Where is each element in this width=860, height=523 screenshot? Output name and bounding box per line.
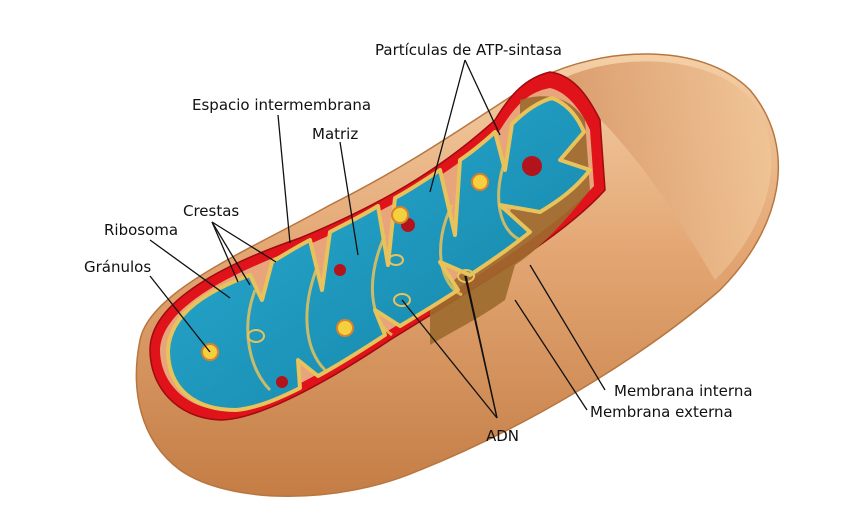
label-granulos: Gránulos <box>84 258 151 276</box>
cristae <box>246 159 521 392</box>
atp-particle-1 <box>471 173 489 191</box>
pointer-matriz <box>339 141 359 256</box>
outer-body-cap <box>560 61 772 281</box>
pointer-crestas-2 <box>211 221 277 263</box>
pointer-atp-1 <box>429 59 466 193</box>
granule-1 <box>522 156 542 176</box>
dna-loop-4 <box>247 329 265 343</box>
crista-1 <box>246 289 272 392</box>
crista-2 <box>305 264 327 372</box>
label-atp-sintasa: Partículas de ATP-sintasa <box>375 41 562 59</box>
pointer-crestas-3 <box>211 221 251 286</box>
pointer-membrana-interna <box>529 264 606 391</box>
pointer-crestas-1 <box>211 221 239 283</box>
label-adn: ADN <box>486 427 519 445</box>
label-matriz: Matriz <box>312 125 358 143</box>
pointer-ribosoma <box>149 239 231 299</box>
crista-4 <box>439 204 463 297</box>
atp-particle-2 <box>391 206 409 224</box>
pointer-adn-2 <box>401 299 498 419</box>
label-ribosoma: Ribosoma <box>104 221 178 239</box>
dna-loop-2 <box>393 293 411 307</box>
granule-4 <box>276 376 288 388</box>
pointer-granulos <box>149 275 211 353</box>
granule-3 <box>334 264 346 276</box>
crista-3 <box>370 234 393 337</box>
dna-loops <box>247 254 475 343</box>
crista-5 <box>497 159 521 242</box>
dna-loop-3 <box>388 254 404 266</box>
label-membrana-interna: Membrana interna <box>614 382 753 400</box>
label-espacio-intermembrana: Espacio intermembrana <box>192 96 371 114</box>
pointer-lines <box>149 59 606 419</box>
pointer-membrana-externa <box>514 299 588 411</box>
label-crestas: Crestas <box>183 202 239 220</box>
pointer-atp-2 <box>464 59 501 136</box>
label-membrana-externa: Membrana externa <box>590 403 733 421</box>
atp-particle-3 <box>336 319 354 337</box>
pointer-adn-3 <box>465 275 498 419</box>
pointer-espacio <box>277 114 291 244</box>
